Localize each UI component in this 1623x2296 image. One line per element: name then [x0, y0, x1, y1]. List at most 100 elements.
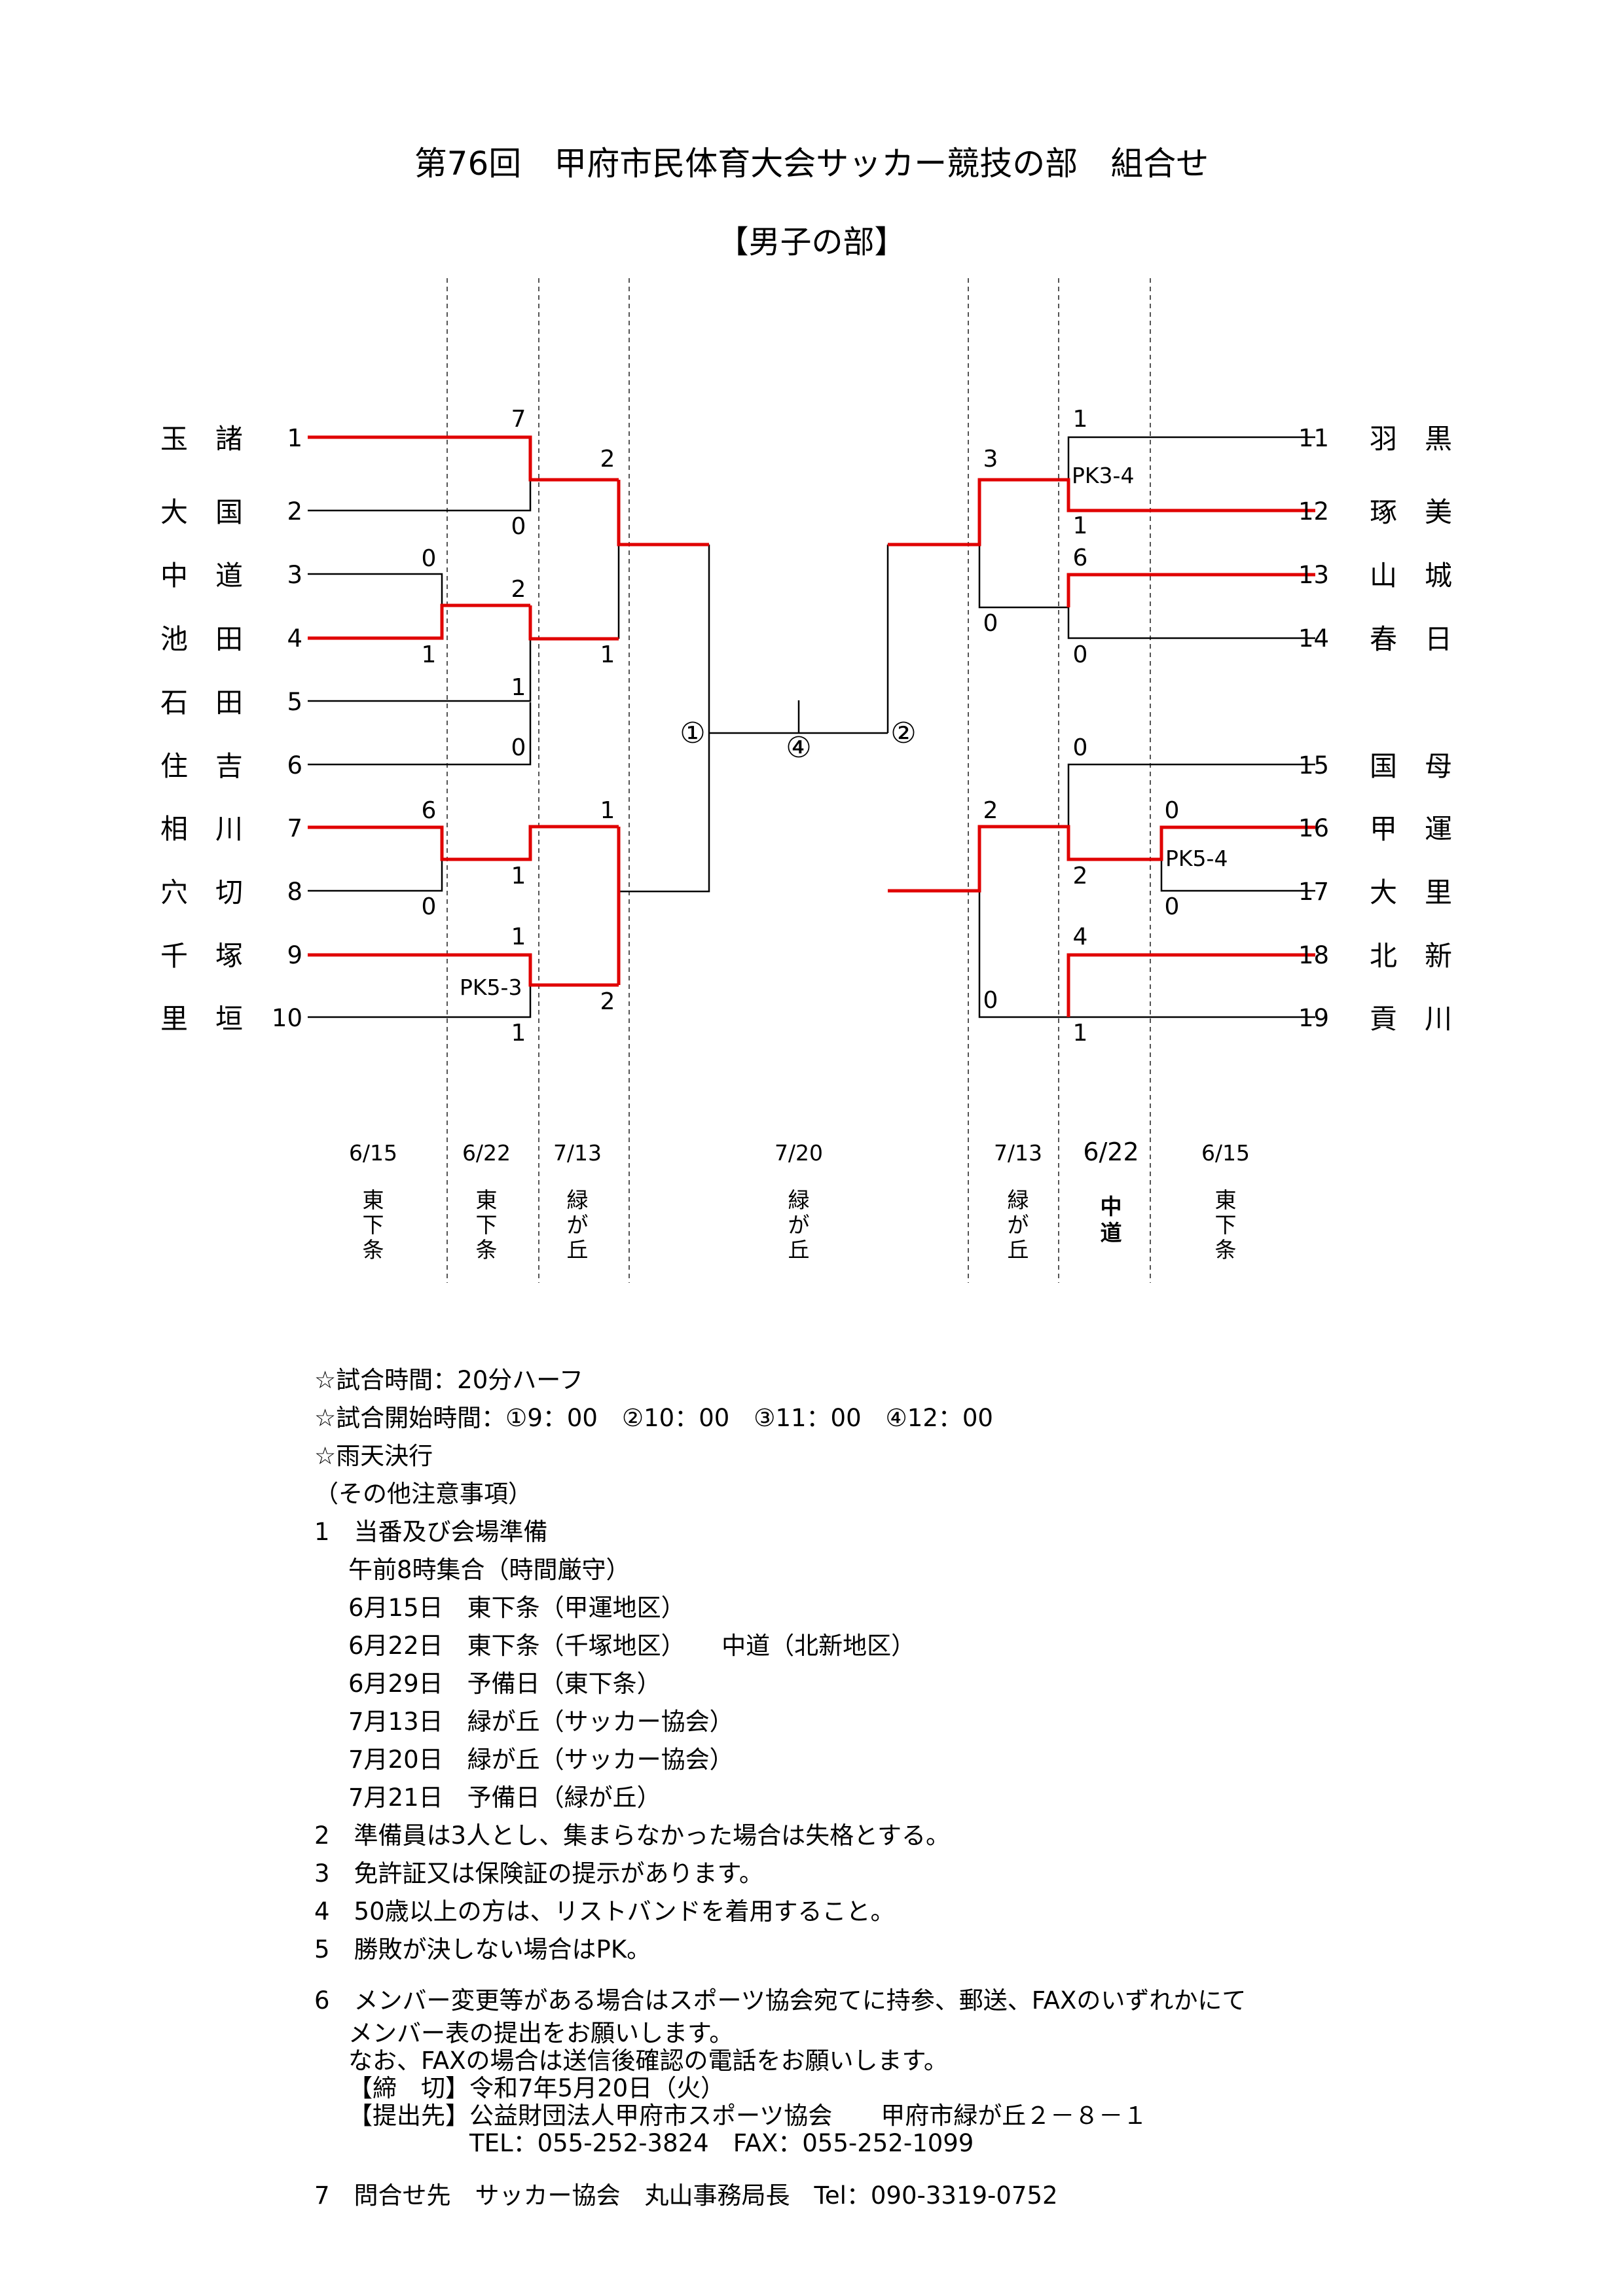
- team-name-1: 玉 諸: [160, 423, 243, 455]
- note-item-6-line: 【締 切】令和7年5月20日（火）: [348, 2074, 725, 2102]
- note-item-1-line: 午前8時集合（時間厳守）: [348, 1556, 630, 1584]
- scores: 7 0 0 1 2 1 2 1 0 1 6 0 1 2 1 1 1 1 6 0 …: [422, 406, 1180, 1047]
- round-dividers: [447, 278, 1151, 1283]
- match-date: 7/20: [775, 1140, 823, 1166]
- venue-char: 条: [476, 1237, 498, 1263]
- match-marker-1: ①: [680, 717, 705, 750]
- team-name-17: 大 里: [1370, 876, 1452, 908]
- team-name-6: 住 吉: [160, 750, 243, 782]
- note-item-1-line: 6月15日 東下条（甲運地区）: [348, 1594, 685, 1622]
- score: 0: [1073, 641, 1088, 668]
- team-number-6: 6: [287, 751, 302, 780]
- score: 0: [511, 513, 526, 540]
- note-other-heading: （その他注意事項）: [314, 1480, 532, 1508]
- note-item-1-line: 6月29日 予備日（東下条）: [348, 1670, 661, 1698]
- note-match-time: ☆試合時間：20分ハーフ: [314, 1366, 584, 1394]
- spacer: [314, 1969, 1558, 1982]
- score: 0: [1073, 734, 1088, 761]
- score: 4: [1073, 924, 1088, 950]
- team-name-18: 北 新: [1370, 940, 1452, 972]
- team-number-16: 16: [1298, 814, 1329, 842]
- score: 2: [600, 446, 615, 473]
- venue-char: 緑: [567, 1187, 589, 1213]
- team-name-2: 大 国: [160, 496, 243, 528]
- score: 0: [511, 734, 526, 761]
- score: 1: [1073, 406, 1088, 433]
- tournament-bracket: 玉 諸 大 国 中 道 池 田 石 田 住 吉 相 川 穴 切 千 塚 里 垣 …: [160, 278, 1452, 1283]
- team-number-19: 19: [1298, 1004, 1329, 1032]
- score: 1: [422, 641, 437, 668]
- score: 2: [983, 797, 998, 824]
- pk-labels: PK3-4 PK5-4 PK5-3: [460, 463, 1228, 1000]
- team-name-10: 里 垣: [160, 1003, 243, 1035]
- venue-char: 東: [476, 1187, 498, 1213]
- match-marker-2: ②: [890, 717, 916, 750]
- team-number-5: 5: [287, 688, 302, 716]
- score: 0: [983, 987, 998, 1014]
- note-start-times: ☆試合開始時間：①9：00 ②10：00 ③11：00 ④12：00: [314, 1404, 993, 1432]
- team-number-17: 17: [1298, 878, 1329, 906]
- venue-char: 緑: [788, 1187, 810, 1213]
- left-team-numbers: 1 2 3 4 5 6 7 8 9 10: [272, 424, 302, 1032]
- note-item-2: 2 準備員は3人とし、集まらなかった場合は失格とする。: [314, 1821, 950, 1850]
- venue-char: 東: [1215, 1187, 1237, 1213]
- score: 3: [983, 446, 998, 473]
- venue-char: 緑: [1008, 1187, 1029, 1213]
- match-marker-4: ④: [786, 731, 811, 764]
- venue-char: 下: [363, 1212, 384, 1238]
- score: 2: [511, 576, 526, 603]
- score: 1: [1073, 512, 1088, 539]
- score: 0: [1165, 797, 1180, 824]
- team-number-4: 4: [287, 624, 302, 653]
- note-item-1-line: 7月13日 緑が丘（サッカー協会）: [348, 1708, 734, 1736]
- team-name-12: 琢 美: [1370, 496, 1452, 528]
- right-team-names: 羽 黒 琢 美 山 城 春 日 国 母 甲 運 大 里 北 新 貢 川: [1370, 423, 1452, 1035]
- note-item-1-line: 6月22日 東下条（千塚地区） 中道（北新地区）: [348, 1632, 916, 1660]
- pk-label: PK5-3: [460, 975, 522, 1000]
- match-date: 7/13: [994, 1140, 1042, 1166]
- note-item-1-line: 7月20日 緑が丘（サッカー協会）: [348, 1746, 734, 1774]
- score: 2: [600, 988, 615, 1015]
- pk-label: PK5-4: [1165, 846, 1228, 871]
- score: 0: [1165, 893, 1180, 920]
- score: 6: [422, 797, 437, 824]
- score: 6: [1073, 545, 1088, 571]
- venue-char: 丘: [1008, 1237, 1029, 1263]
- venue-char: 中: [1101, 1194, 1122, 1219]
- note-item-4: 4 50歳以上の方は、リストバンドを着用すること。: [314, 1897, 895, 1926]
- team-name-5: 石 田: [160, 687, 243, 719]
- venue-char: 丘: [567, 1237, 589, 1263]
- team-number-15: 15: [1298, 751, 1329, 780]
- note-item-3: 3 免許証又は保険証の提示があります。: [314, 1859, 763, 1888]
- match-markers: ① ④ ②: [680, 717, 916, 764]
- venue-char: 条: [1215, 1237, 1237, 1263]
- winner-paths: [308, 435, 1315, 1017]
- match-date: 6/15: [349, 1140, 397, 1166]
- team-name-9: 千 塚: [160, 940, 243, 972]
- venue-char: が: [1008, 1212, 1029, 1238]
- match-venues: 東 下 条 東 下 条 緑 が 丘 緑 が 丘 緑 が 丘 中 道 東 下 条: [363, 1187, 1237, 1263]
- match-date: 6/22: [1083, 1138, 1139, 1166]
- score: 1: [511, 924, 526, 950]
- note-item-6-line: 【提出先】公益財団法人甲府市スポーツ協会 甲府市緑が丘２－８－１: [348, 2102, 1148, 2130]
- left-team-names: 玉 諸 大 国 中 道 池 田 石 田 住 吉 相 川 穴 切 千 塚 里 垣: [160, 423, 243, 1035]
- match-date: 6/15: [1201, 1140, 1250, 1166]
- note-item-1: 1 当番及び会場準備: [314, 1518, 548, 1546]
- team-name-16: 甲 運: [1370, 813, 1452, 845]
- note-rain: ☆雨天決行: [314, 1442, 433, 1470]
- match-dates: 6/15 6/22 7/13 7/20 7/13 6/22 6/15: [349, 1138, 1250, 1166]
- page-subtitle: 【男子の部】: [717, 224, 906, 260]
- note-item-6: 6 メンバー変更等がある場合はスポーツ協会宛てに持参、郵送、FAXのいずれかにて: [314, 1986, 1247, 2015]
- team-name-7: 相 川: [160, 813, 243, 845]
- note-item-7: 7 問合せ先 サッカー協会 丸山事務局長 Tel：090-3319-0752: [314, 2181, 1058, 2210]
- team-number-14: 14: [1298, 624, 1329, 653]
- venue-char: 条: [363, 1237, 384, 1263]
- bracket-lines: [308, 436, 1315, 1018]
- team-name-8: 穴 切: [160, 876, 243, 908]
- pk-label: PK3-4: [1072, 463, 1134, 488]
- team-number-10: 10: [272, 1004, 302, 1032]
- score: 1: [600, 797, 615, 824]
- team-name-3: 中 道: [160, 560, 243, 592]
- venue-char: 丘: [788, 1237, 810, 1263]
